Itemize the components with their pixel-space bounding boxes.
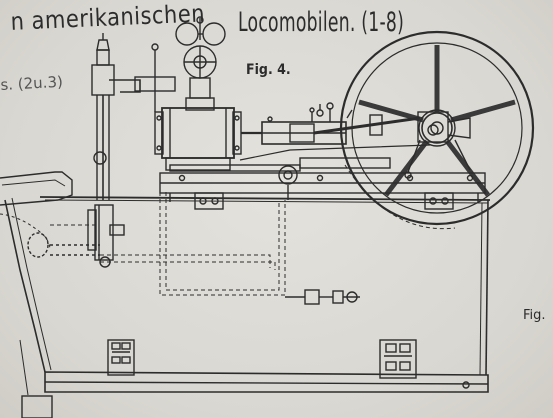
internal-pipework: [50, 192, 286, 296]
crosshead-guide: [239, 104, 431, 161]
feed-pump: [169, 157, 391, 200]
left-frame: [0, 171, 100, 418]
engine-base: [159, 172, 486, 210]
figure-label-main: Fig. 4.: [246, 62, 291, 78]
top-fittings: [309, 102, 353, 122]
figure-label-right: Fig.: [523, 308, 546, 323]
check-valve: [285, 289, 360, 305]
crank-assembly: [404, 109, 471, 179]
steam-cylinder: [151, 43, 242, 171]
figure-reference-sub: s. (2u.3): [0, 72, 64, 94]
title-right: Locomobilen. (1-8): [238, 7, 405, 37]
tank-body: [4, 196, 491, 393]
governor-column: [175, 16, 226, 111]
